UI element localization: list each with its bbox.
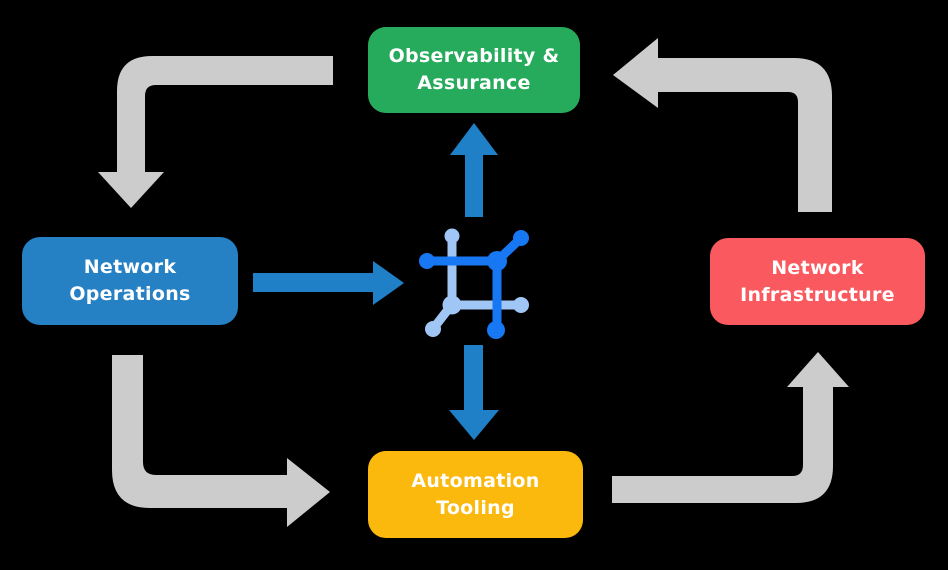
network-mesh-icon-dark-nodes <box>419 230 529 339</box>
node-network-operations <box>22 237 238 325</box>
node-network-infrastructure <box>710 238 925 325</box>
arrow-automation-to-infrastructure <box>612 352 849 503</box>
arrow-observability-to-operations <box>98 56 333 208</box>
network-mesh-icon-light-nodes <box>425 228 529 337</box>
arrow-operations-to-center <box>253 261 404 305</box>
network-mesh-icon <box>419 228 529 339</box>
arrow-operations-to-automation <box>112 355 330 527</box>
arrow-center-to-automation <box>449 345 499 440</box>
arrow-center-to-observability <box>450 123 498 217</box>
node-observability-assurance <box>368 27 580 113</box>
arrow-infrastructure-to-observability <box>613 38 832 212</box>
node-automation-tooling <box>368 451 583 538</box>
